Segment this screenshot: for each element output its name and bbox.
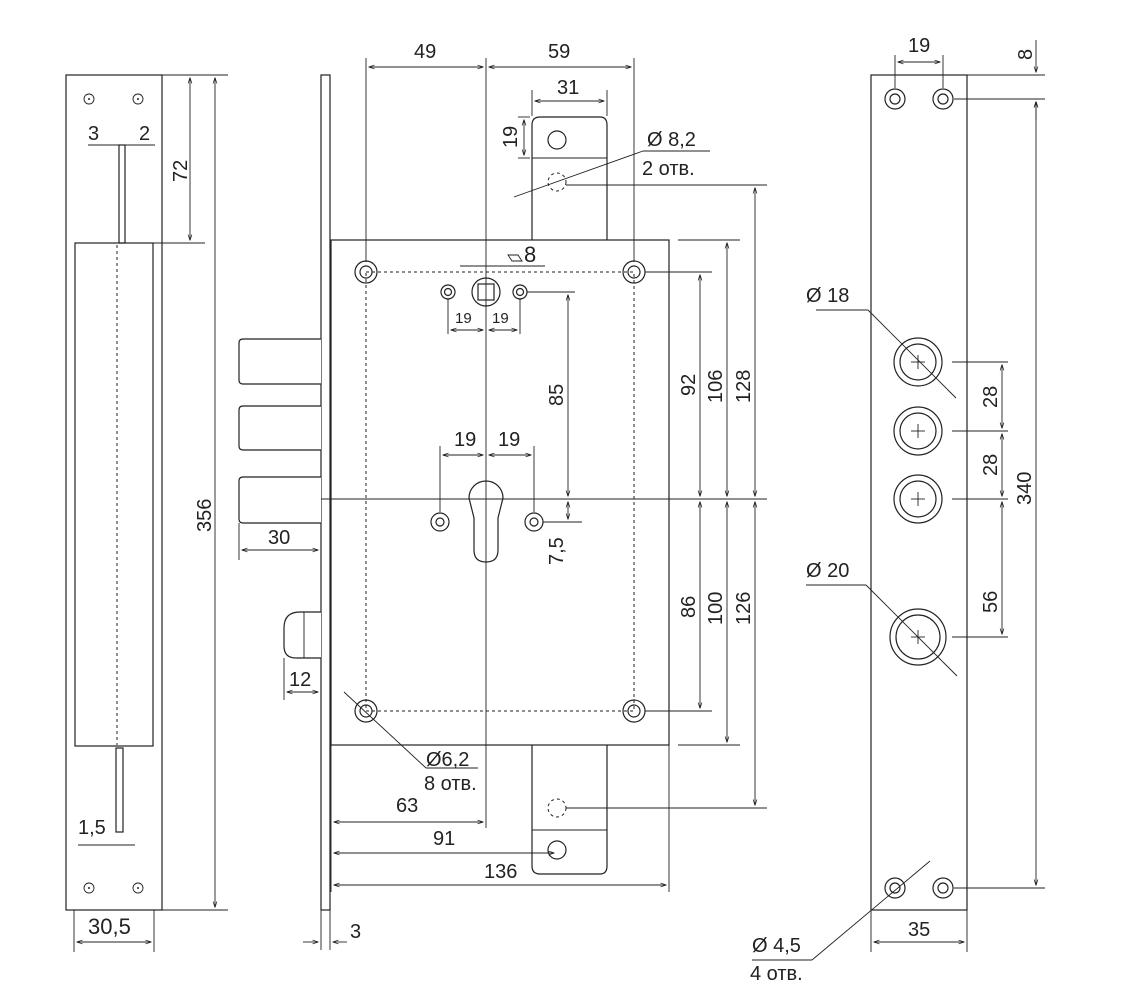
dim-136: 136	[484, 861, 517, 883]
dim-28-upper: 28	[980, 386, 1002, 408]
dim-3-faceplate: 3	[350, 921, 361, 943]
dim-8-holes: 8 отв.	[424, 773, 477, 795]
dim-d18: Ø 18	[806, 285, 849, 307]
dim-92: 92	[678, 374, 700, 396]
dim-49: 49	[414, 41, 436, 63]
dim-72: 72	[170, 160, 192, 182]
dim-28-lower: 28	[980, 454, 1002, 476]
dim-63: 63	[396, 795, 418, 817]
dim-31: 31	[557, 77, 579, 99]
square-symbol-icon	[507, 254, 523, 262]
dim-356: 356	[194, 499, 216, 532]
dim-4-holes: 4 отв.	[750, 963, 803, 985]
dim-126: 126	[733, 592, 755, 625]
left-side-view: 3 2 72 356 1,5 30,5	[65, 74, 228, 952]
dim-19-cyl-left: 19	[454, 429, 476, 451]
dim-d6-2: Ø6,2	[426, 749, 469, 771]
dim-91: 91	[433, 828, 455, 850]
dim-19-cyl-right: 19	[498, 429, 520, 451]
dim-2-holes: 2 отв.	[642, 158, 695, 180]
dim-8-square: 8	[524, 242, 536, 267]
screw-hole-icon	[83, 93, 144, 894]
dim-d4-5: Ø 4,5	[752, 935, 801, 957]
dim-59: 59	[548, 41, 570, 63]
dim-56: 56	[980, 591, 1002, 613]
mounting-hole-icon	[354, 260, 646, 723]
dim-8-right: 8	[1015, 49, 1037, 60]
dim-19-tab: 19	[500, 126, 522, 148]
dim-1-5: 1,5	[78, 817, 106, 839]
right-faceplate-view: 19 8 Ø 18 Ø 20 28 28 56 340 35	[750, 35, 1045, 985]
screw-hole-icon	[884, 88, 954, 899]
dim-340: 340	[1014, 472, 1036, 505]
dim-128: 128	[733, 370, 755, 403]
dim-19-spindle-right: 19	[492, 310, 509, 327]
dim-d20: Ø 20	[806, 560, 849, 582]
bolt-hole-icon	[889, 337, 947, 666]
dim-30: 30	[268, 527, 290, 549]
dim-7-5: 7,5	[546, 537, 568, 565]
dim-19-spindle-left: 19	[455, 310, 472, 327]
dim-85: 85	[546, 384, 568, 406]
dim-3: 3	[88, 123, 99, 145]
dim-d8-2: Ø 8,2	[647, 129, 696, 151]
dim-35: 35	[908, 919, 930, 941]
dim-19-right: 19	[908, 35, 930, 57]
dim-12: 12	[289, 669, 311, 691]
center-front-view: 49 59 31 19 Ø 8,2 2 отв. 8 19 19 85	[238, 41, 767, 950]
dim-30-5: 30,5	[88, 914, 131, 939]
dim-2: 2	[139, 123, 150, 145]
dim-100: 100	[705, 592, 727, 625]
dim-106: 106	[705, 370, 727, 403]
dim-86: 86	[678, 596, 700, 618]
